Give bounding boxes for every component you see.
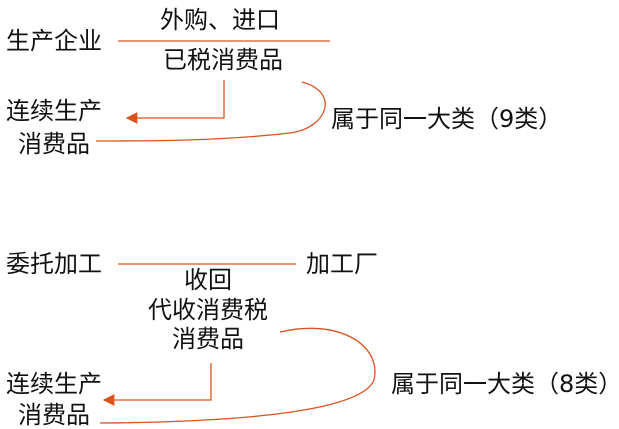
recover-label: 收回 xyxy=(184,266,232,294)
withheld-tax-label: 代收消费税 xyxy=(148,296,268,324)
bottom-category-curve xyxy=(99,327,376,424)
top-category-curve xyxy=(95,81,326,142)
client-label: 委托加工 xyxy=(6,250,102,278)
top-arrow-to-continued-production xyxy=(125,80,225,124)
taxed-goods-label: 已税消费品 xyxy=(163,46,283,74)
bottom-consumer-goods-label: 消费品 xyxy=(18,401,90,429)
processor-label: 加工厂 xyxy=(306,250,378,278)
top-category-note: 属于同一大类（9类） xyxy=(331,105,563,133)
top-continued-production-label: 连续生产 xyxy=(6,97,102,125)
source-label: 外购、进口 xyxy=(160,6,280,34)
bottom-continued-production-label: 连续生产 xyxy=(6,370,102,398)
bottom-category-note: 属于同一大类（8类） xyxy=(391,370,619,398)
bottom-consumer-goods-center-label: 消费品 xyxy=(172,325,244,353)
producer-label: 生产企业 xyxy=(6,27,102,55)
bottom-arrow-to-continued-production xyxy=(102,363,212,406)
top-consumer-goods-label: 消费品 xyxy=(18,130,90,158)
